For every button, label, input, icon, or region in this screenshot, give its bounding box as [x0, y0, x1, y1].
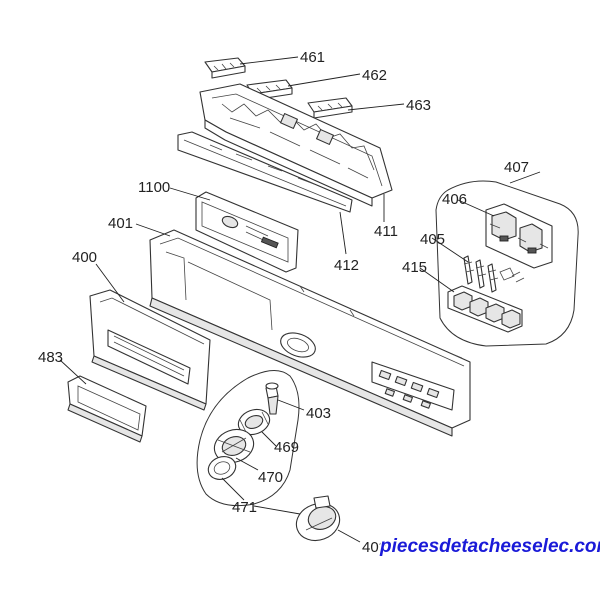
callout-415: 415	[402, 259, 427, 276]
part-403-knob-shaft	[265, 382, 279, 415]
part-415-button-bar	[447, 285, 523, 333]
part-400-drawer-front	[89, 289, 211, 411]
callout-411: 411	[374, 223, 398, 240]
callout-labels: 461 462 463 407 406 1100 411 405 401 412…	[38, 49, 529, 556]
callout-462: 462	[362, 67, 387, 84]
callout-470: 470	[258, 469, 283, 486]
group-407-outline	[435, 180, 579, 347]
watermark-text: piecesdetacheeselec.com	[379, 536, 600, 557]
callout-469: 469	[274, 439, 299, 456]
callout-402: 402	[362, 539, 387, 556]
leader-lines	[59, 56, 541, 543]
part-411-electronic-frame	[199, 83, 393, 207]
part-483-drawer-handle	[67, 375, 147, 443]
callout-407: 407	[504, 159, 529, 176]
callout-403: 403	[306, 405, 331, 422]
part-471-knob-cap	[207, 456, 237, 480]
callout-461: 461	[300, 49, 325, 66]
callout-406: 406	[442, 191, 467, 208]
callout-463: 463	[406, 97, 431, 114]
part-470-knob-body	[213, 428, 255, 464]
callout-401: 401	[108, 215, 133, 232]
callout-400: 400	[72, 249, 97, 266]
callout-1100: 1100	[138, 179, 170, 196]
part-461-switch-strip	[204, 57, 246, 79]
part-1100-display-module	[195, 191, 299, 273]
part-463-switch-strip	[307, 97, 353, 119]
part-469-knob-ring	[237, 408, 271, 436]
part-405-springs	[463, 255, 525, 293]
callout-483: 483	[38, 349, 63, 366]
part-402-knob	[295, 495, 341, 542]
callout-405: 405	[420, 231, 445, 248]
part-412-circuit-board	[177, 131, 353, 213]
callout-412: 412	[334, 257, 359, 274]
part-406-selector-module	[485, 203, 553, 269]
group-471-outline	[196, 370, 300, 507]
callout-471: 471	[232, 499, 257, 516]
part-401-control-panel	[149, 229, 471, 437]
